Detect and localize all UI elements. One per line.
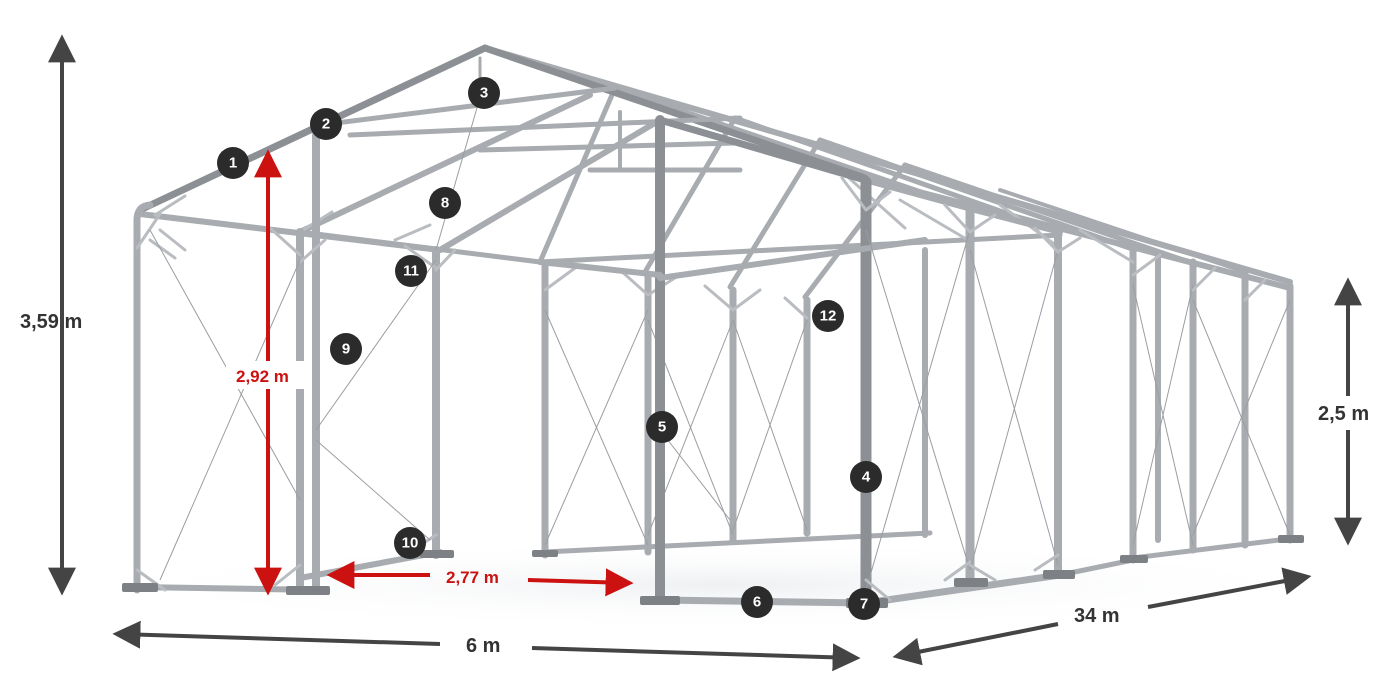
callout-7: 7 (848, 588, 880, 620)
svg-text:7: 7 (860, 596, 868, 613)
svg-text:9: 9 (342, 341, 350, 358)
callout-11: 11 (395, 255, 427, 287)
callout-5: 5 (646, 411, 678, 443)
svg-text:10: 10 (402, 535, 419, 552)
dimension-width: 6 m (112, 620, 861, 672)
callout-3: 3 (468, 77, 500, 109)
callout-8: 8 (429, 187, 461, 219)
back-frame (297, 45, 1298, 564)
dimension-door-width: 2,77 m (326, 561, 634, 597)
floor-shadow (80, 540, 1360, 630)
svg-text:4: 4 (862, 469, 871, 486)
svg-text:5: 5 (658, 419, 666, 436)
svg-text:12: 12 (820, 308, 837, 325)
callout-4: 4 (850, 461, 882, 493)
svg-text:8: 8 (441, 195, 449, 212)
length-label: 34 m (1074, 605, 1120, 627)
svg-text:11: 11 (403, 263, 419, 280)
door-width-label: 2,77 m (446, 568, 499, 587)
dimension-side-height: 2,5 m (1312, 277, 1390, 546)
width-label: 6 m (466, 635, 500, 657)
front-gable (132, 44, 869, 594)
callout-6: 6 (741, 586, 773, 618)
dimension-length: 34 m (892, 567, 1312, 666)
svg-text:2: 2 (322, 116, 330, 133)
callout-9: 9 (330, 333, 362, 365)
svg-text:1: 1 (229, 155, 237, 172)
svg-text:6: 6 (753, 594, 761, 611)
callout-1: 1 (217, 147, 249, 179)
side-frames (537, 115, 1136, 608)
callout-2: 2 (310, 108, 342, 140)
dimension-total-height: 3,59 m (20, 34, 82, 596)
inner-height-label: 2,92 m (236, 367, 289, 386)
dimension-inner-height: 2,92 m (226, 149, 310, 596)
svg-text:3: 3 (480, 85, 488, 102)
total-height-label: 3,59 m (20, 311, 82, 333)
side-height-label: 2,5 m (1318, 403, 1369, 425)
callout-10: 10 (394, 527, 426, 559)
callout-12: 12 (812, 300, 844, 332)
base-plates (122, 535, 1304, 608)
callout-badges: 1 2 3 4 5 6 7 8 9 10 11 12 (217, 77, 882, 620)
